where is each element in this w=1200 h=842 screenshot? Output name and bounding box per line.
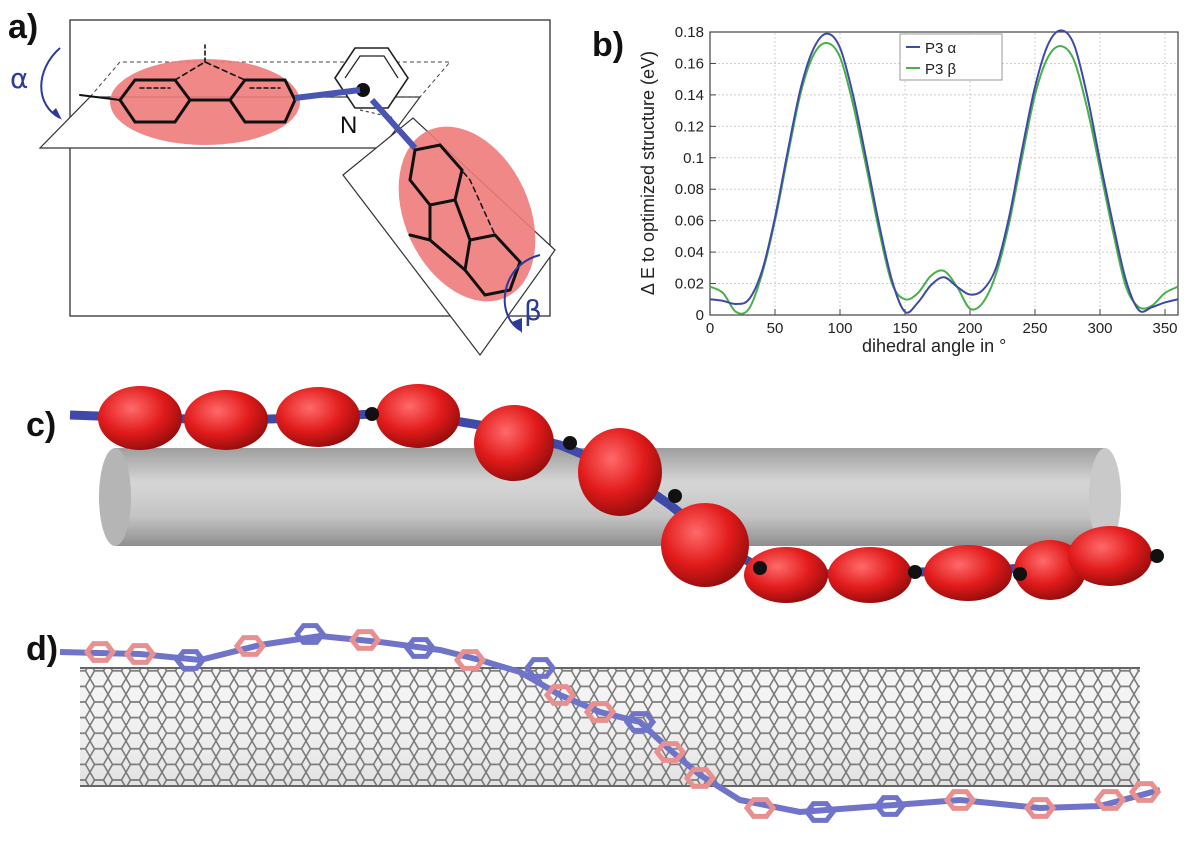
monomer-ring: [543, 684, 577, 706]
monomer-ring: [743, 797, 777, 819]
alpha-arrowhead-icon: [52, 108, 62, 120]
monomer-ring: [123, 643, 157, 665]
monomer-ring: [233, 635, 267, 657]
carbon-nanotube: [80, 667, 1140, 787]
red-orbitals: [98, 384, 1164, 603]
y-tick-label: 0.18: [675, 24, 704, 41]
nitrogen-atom: [908, 565, 922, 579]
beta-arrowhead-icon: [512, 318, 522, 333]
panel-b-label: b): [592, 26, 624, 64]
panel-d: d): [26, 623, 1162, 823]
polymer-backbone: [59, 632, 1161, 816]
backbone-link-2: [369, 97, 418, 151]
energy-chart: 0 0.02 0.04 0.06 0.08 0.1 0.12 0.14 0.16 0.18 0 50…: [638, 24, 1179, 356]
nitrogen-atom: [753, 561, 767, 575]
monomer-ring: [1093, 789, 1127, 811]
red-orbital: [1014, 540, 1086, 600]
red-orbital: [474, 405, 554, 481]
nitrogen-atom: [563, 436, 577, 450]
monomer-ring: [173, 649, 207, 671]
monomer-ring: [653, 741, 687, 763]
nitrogen-atom: [1150, 549, 1164, 563]
legend-entry-0: P3 α: [925, 40, 957, 57]
red-orbital: [184, 390, 268, 450]
red-orbital: [98, 386, 182, 450]
monomer-ring: [1023, 797, 1057, 819]
legend-entry-1: P3 β: [925, 61, 957, 78]
monomer-ring: [293, 623, 327, 645]
x-tick-label: 50: [767, 320, 784, 337]
x-axis-label: dihedral angle in °: [862, 336, 1006, 356]
alpha-symbol: α: [10, 62, 28, 95]
nitrogen-atom: [668, 489, 682, 503]
y-tick-label: 0.08: [675, 181, 704, 198]
monomer-ring: [683, 767, 717, 789]
y-tick-label: 0.06: [675, 213, 704, 230]
red-orbital: [376, 384, 460, 448]
chart-series: [709, 29, 1179, 315]
red-orbital: [578, 428, 662, 516]
panel-a-label: a): [8, 8, 38, 46]
red-orbital: [661, 503, 749, 587]
fluorene-left-sketch: [79, 44, 297, 124]
monomer-ring: [583, 701, 617, 723]
x-tick-label: 350: [1152, 320, 1177, 337]
monomer-ring: [873, 795, 907, 817]
y-tick-label: 0.1: [683, 150, 704, 167]
y-tick-label: 0.14: [675, 87, 704, 104]
x-tick-label: 200: [957, 320, 982, 337]
fluorene-right-sketch: [408, 143, 522, 297]
legend-box: [899, 33, 1003, 81]
y-tick-label: 0.02: [675, 276, 704, 293]
y-axis-label: Δ E to optimized structure (eV): [638, 51, 658, 295]
beta-rotation-arrow: [503, 254, 541, 331]
x-tick-label: 300: [1087, 320, 1112, 337]
monomer-ring: [1128, 781, 1162, 803]
monomer-ring: [453, 649, 487, 671]
beta-symbol: β: [524, 294, 542, 327]
alpha-unit-highlight: [110, 59, 300, 145]
y-tick-label: 0.04: [675, 244, 704, 261]
series-line-0: [709, 29, 1179, 314]
red-orbital: [276, 387, 360, 447]
y-tick-label: 0.12: [675, 118, 704, 135]
panel-a: a) N: [8, 8, 556, 357]
monomer-ring: [83, 641, 117, 663]
red-orbital: [1068, 526, 1152, 586]
monomer-ring: [348, 629, 382, 651]
nitrogen-atom: [365, 407, 379, 421]
beta-unit-highlight: [398, 126, 536, 302]
monomer-ring: [623, 711, 657, 733]
x-tick-label: 150: [892, 320, 917, 337]
y-axis-ticks: 0 0.02 0.04 0.06 0.08 0.1 0.12 0.14 0.16 0.18: [675, 24, 716, 324]
panel-d-label: d): [26, 630, 58, 668]
red-orbital: [924, 545, 1012, 601]
panel-c: c): [26, 384, 1164, 603]
nitrogen-atom: [1013, 567, 1027, 581]
panel-c-label: c): [26, 406, 56, 444]
y-tick-label: 0: [696, 307, 704, 324]
x-axis-ticks: 0 50 100 150 200 250 300 350: [706, 309, 1178, 337]
alpha-rotation-arrow: [40, 47, 61, 119]
x-tick-label: 250: [1022, 320, 1047, 337]
monomer-ring: [403, 637, 437, 659]
monomer-ring: [523, 657, 557, 679]
panel-b: b) 0 0.02 0.04 0.06 0.08 0.1 0.12 0.14 0.16 0.18 …: [592, 24, 1179, 356]
polymer-molecules: [59, 623, 1162, 823]
red-orbital: [828, 547, 912, 603]
monomer-ring: [803, 801, 837, 823]
monomer-ring: [943, 789, 977, 811]
chart-legend: P3 α P3 β: [899, 33, 1003, 81]
x-tick-label: 0: [706, 320, 714, 337]
x-tick-label: 100: [827, 320, 852, 337]
y-tick-label: 0.16: [675, 55, 704, 72]
chart-frame: [709, 31, 1179, 316]
series-line-1: [709, 41, 1179, 315]
backbone-link-1: [294, 87, 361, 101]
red-orbital: [744, 547, 828, 603]
atom-n-label: N: [340, 112, 357, 139]
